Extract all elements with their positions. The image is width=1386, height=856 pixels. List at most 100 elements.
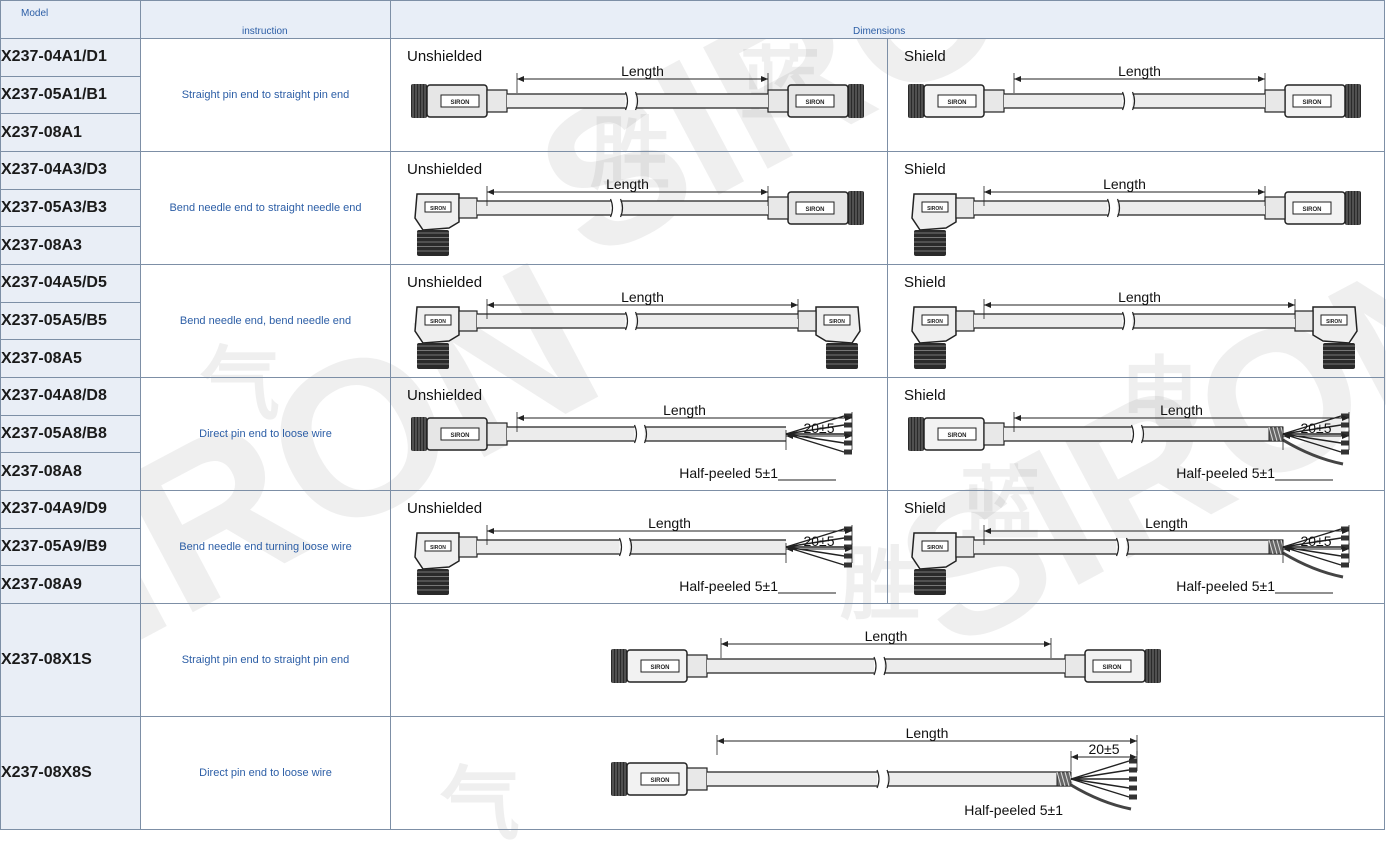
cable-body: [707, 656, 1065, 676]
cable-body: [1004, 424, 1283, 444]
tolerance-dimension-text: 20±5: [1300, 420, 1331, 436]
brand-plate-text: SIRON: [1326, 319, 1342, 325]
model-code: X237-05A9/B9: [0, 527, 141, 567]
straight-connector-left: SIRON: [411, 417, 508, 451]
brand-plate-text: SIRON: [450, 100, 469, 106]
straight-connector-right: SIRON: [1064, 649, 1161, 683]
tolerance-dimension-text: 20±5: [1088, 741, 1119, 757]
spec-row: X237-05A3/B3: [0, 188, 1385, 228]
loose-wire-ends: [785, 526, 852, 568]
length-dimension: Length: [486, 289, 799, 319]
cable-body: [477, 198, 768, 218]
length-dimension-text: Length: [1118, 289, 1161, 305]
half-peeled-label: Half-peeled 5±1: [679, 578, 778, 594]
unshielded-label: Unshielded: [407, 387, 482, 404]
cable-body: [507, 91, 768, 111]
instruction-cell: Bend needle end to straight needle end: [140, 151, 391, 265]
length-dimension-text: Length: [606, 176, 649, 192]
cable-body: [707, 769, 1071, 789]
length-dimension: Length: [720, 628, 1052, 658]
straight-connector-left: SIRON: [908, 84, 1005, 118]
header-row: Model instruction Dimensions: [0, 0, 1385, 39]
angled-connector-left: SIRON: [911, 532, 975, 595]
model-code: X237-08X1S: [0, 603, 141, 717]
length-dimension: Length: [516, 63, 769, 93]
length-dimension-text: Length: [1103, 176, 1146, 192]
model-code: X237-05A8/B8: [0, 414, 141, 454]
spec-row: X237-05A1/B1: [0, 75, 1385, 115]
half-peeled-label: Half-peeled 5±1: [964, 802, 1063, 818]
instruction-cell: Bend needle end, bend needle end: [140, 264, 391, 378]
length-dimension-text: Length: [621, 289, 664, 305]
tolerance-dimension: 20±5: [1282, 533, 1350, 563]
straight-connector-right: SIRON: [767, 191, 864, 225]
length-dimension: Length: [486, 515, 853, 545]
cable-drawing: SIRON SIRON Length: [611, 628, 1161, 683]
model-code: X237-08A9: [0, 565, 141, 604]
length-dimension-text: Length: [906, 725, 949, 741]
model-code: X237-04A1/D1: [0, 38, 141, 77]
tolerance-dimension: 20±5: [1282, 420, 1350, 450]
brand-plate-text: SIRON: [650, 778, 669, 784]
shield-label: Shield: [904, 500, 946, 517]
length-dimension: Length: [486, 176, 769, 206]
brand-plate-text: SIRON: [650, 665, 669, 671]
angled-connector-left: SIRON: [414, 193, 478, 256]
straight-connector-left: SIRON: [411, 84, 508, 118]
straight-connector-right: SIRON: [1264, 84, 1361, 118]
tolerance-dimension-text: 20±5: [803, 420, 834, 436]
straight-connector-left: SIRON: [611, 649, 708, 683]
length-dimension: Length: [983, 176, 1266, 206]
cable-body: [477, 311, 798, 331]
model-code: X237-05A1/B1: [0, 75, 141, 115]
brand-plate-text: SIRON: [1302, 100, 1321, 106]
spec-row: X237-08A5: [0, 339, 1385, 378]
spec-row: X237-08A3: [0, 226, 1385, 265]
tolerance-dimension: 20±5: [785, 420, 853, 450]
half-peeled-label: Half-peeled 5±1: [1176, 465, 1275, 481]
angled-connector-left: SIRON: [414, 532, 478, 595]
half-peeled-label: Half-peeled 5±1: [1176, 578, 1275, 594]
angled-connector-left: SIRON: [911, 193, 975, 256]
loose-wire-ends: [1268, 413, 1349, 466]
length-dimension-text: Length: [663, 402, 706, 418]
length-dimension-text: Length: [1145, 515, 1188, 531]
model-code: X237-08A8: [0, 452, 141, 491]
model-code: X237-08A3: [0, 226, 141, 265]
length-dimension: Length: [1013, 402, 1350, 432]
half-peeled-label: Half-peeled 5±1: [679, 465, 778, 481]
spec-row: X237-05A8/B8: [0, 414, 1385, 454]
length-dimension: Length: [716, 725, 1138, 755]
brand-plate-text: SIRON: [927, 545, 943, 551]
spec-row: X237-05A5/B5: [0, 301, 1385, 341]
angled-connector-left: SIRON: [414, 306, 478, 369]
angled-connector-right: SIRON: [1294, 306, 1358, 369]
combined-drawing: SIRON SIRON Length: [611, 628, 1161, 683]
brand-plate-text: SIRON: [1302, 207, 1321, 213]
brand-plate-text: SIRON: [805, 100, 824, 106]
instruction-cell: Bend needle end turning loose wire: [140, 490, 391, 604]
header-dimensions: Dimensions: [390, 0, 1385, 39]
header-instruction-text: instruction: [242, 26, 288, 37]
model-code: X237-04A3/D3: [0, 151, 141, 190]
length-dimension: Length: [516, 402, 853, 432]
cable-body: [477, 537, 786, 557]
cable-body: [974, 537, 1283, 557]
